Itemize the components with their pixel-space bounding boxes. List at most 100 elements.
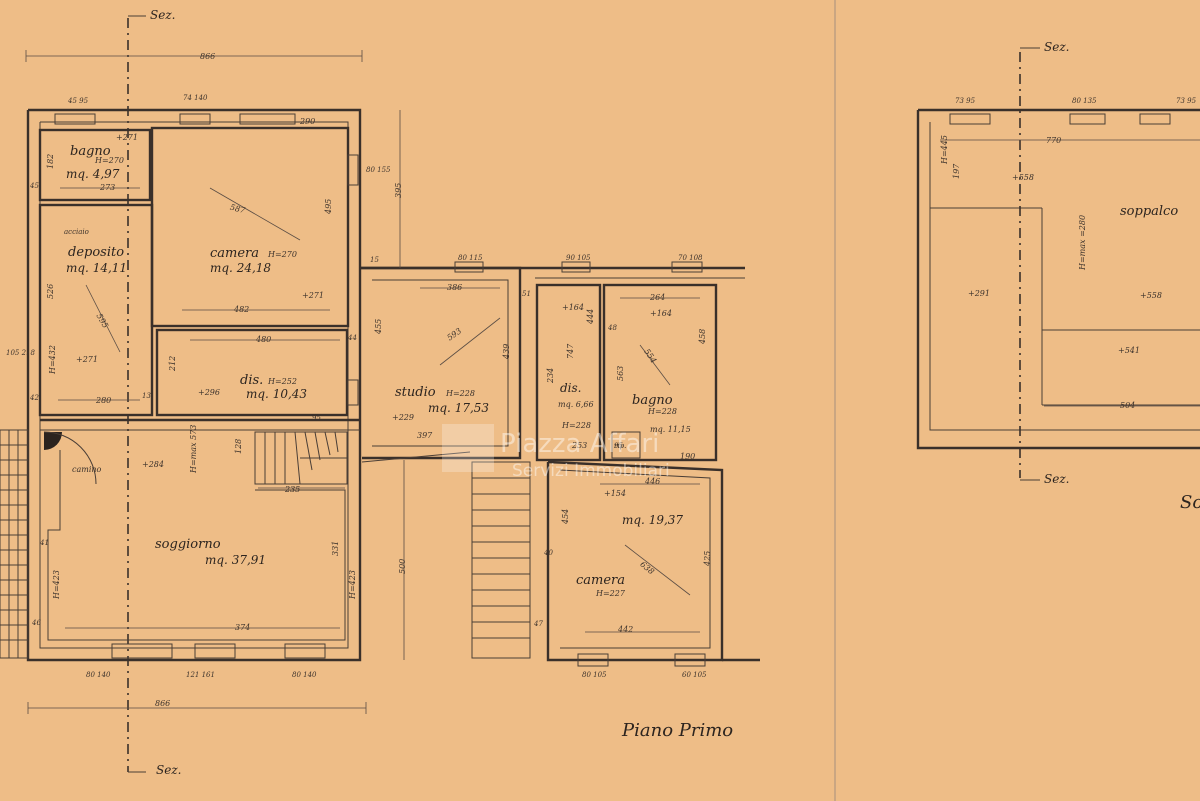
room-dis-left-area: mq. 10,43 bbox=[246, 387, 307, 401]
room-soggiorno-area: mq. 37,91 bbox=[205, 553, 266, 567]
middle-block-walls bbox=[360, 261, 760, 667]
dim-253: 253 bbox=[571, 441, 587, 450]
dim-425: 425 bbox=[703, 551, 712, 567]
wall-mark-44: 44 bbox=[347, 334, 357, 342]
room-deposito-area: mq. 14,11 bbox=[66, 261, 127, 275]
wall-mark-45: 45 bbox=[29, 182, 39, 190]
level-164a: +164 bbox=[562, 303, 584, 312]
dim-866-bottom: 866 bbox=[155, 699, 170, 708]
level-558b: +558 bbox=[1140, 291, 1162, 300]
dim-234: 234 bbox=[546, 368, 555, 384]
room-bagno-right-area: mq. 11,15 bbox=[650, 425, 691, 434]
dim-331: 331 bbox=[331, 541, 340, 556]
room-studio-height: H=228 bbox=[445, 389, 475, 398]
room-dis-mid-name: dis. bbox=[560, 381, 582, 395]
plan-title: Piano Primo bbox=[621, 720, 733, 741]
room-dis-mid-height: H=228 bbox=[561, 421, 591, 430]
room-deposito-name: deposito bbox=[68, 245, 124, 260]
room-rip-name: rip. bbox=[614, 442, 626, 450]
room-camera-bottom-area: mq. 19,37 bbox=[622, 513, 683, 527]
dim-554: 554 bbox=[642, 347, 658, 365]
opening-45-95: 45 95 bbox=[67, 97, 89, 105]
watermark-brand: Piazza Affari bbox=[500, 429, 659, 459]
dim-273: 273 bbox=[99, 183, 115, 192]
room-camera-top-area: mq. 24,18 bbox=[210, 261, 271, 275]
room-deposito-note: acciaio bbox=[64, 228, 89, 236]
opening-105-218: 105 218 bbox=[6, 349, 35, 357]
room-bagno-left-name: bagno bbox=[70, 144, 111, 159]
dim-397: 397 bbox=[417, 431, 433, 440]
level-271a: +271 bbox=[116, 133, 138, 142]
dim-128: 128 bbox=[234, 439, 243, 454]
room-camera-top-height: H=270 bbox=[267, 250, 297, 259]
wall-mark-95: 95 bbox=[312, 414, 321, 422]
room-studio-area: mq. 17,53 bbox=[428, 401, 489, 415]
dim-495: 495 bbox=[324, 199, 333, 215]
dim-593: 593 bbox=[445, 326, 463, 342]
level-164b: +164 bbox=[650, 309, 672, 318]
dim-638: 638 bbox=[638, 560, 655, 577]
wall-mark-40: 40 bbox=[543, 549, 553, 557]
wall-mark-15: 15 bbox=[370, 256, 379, 264]
opening-90-105: 90 105 bbox=[566, 254, 591, 262]
soppalco-title-cut: So bbox=[1180, 492, 1200, 513]
dim-482: 482 bbox=[233, 305, 249, 314]
opening-60-105: 60 105 bbox=[682, 671, 707, 679]
dim-866-top: 866 bbox=[200, 52, 215, 61]
section-label-top-right: Sez. bbox=[1044, 40, 1069, 54]
dim-190: 190 bbox=[680, 452, 695, 461]
level-541: +541 bbox=[1118, 346, 1140, 355]
watermark: Piazza Affari Servizi Immobiliari bbox=[442, 424, 670, 481]
watermark-sub: Servizi Immobiliari bbox=[512, 461, 670, 481]
room-camera-bottom-name: camera bbox=[576, 573, 625, 588]
opening-80-155: 80 155 bbox=[366, 166, 391, 174]
opening-80-140b: 80 140 bbox=[292, 671, 317, 679]
dim-197: 197 bbox=[952, 163, 961, 179]
room-camera-bottom-height: H=227 bbox=[595, 589, 626, 598]
height-hmax573: H=max 573 bbox=[189, 425, 198, 474]
dim-446: 446 bbox=[644, 477, 660, 486]
height-hmax280: H=max =280 bbox=[1078, 215, 1087, 271]
wall-mark-46: 46 bbox=[31, 619, 41, 627]
dim-458: 458 bbox=[698, 329, 707, 345]
wall-mark-51: 51 bbox=[522, 290, 531, 298]
dim-264: 264 bbox=[649, 293, 665, 302]
dim-455: 455 bbox=[374, 319, 383, 335]
dim-374: 374 bbox=[235, 623, 250, 632]
opening-80-105: 80 105 bbox=[582, 671, 607, 679]
dim-182: 182 bbox=[46, 154, 55, 169]
staircase-middle bbox=[472, 477, 530, 639]
opening-80-135: 80 135 bbox=[1072, 97, 1097, 105]
dim-526: 526 bbox=[46, 284, 55, 299]
opening-73-95b: 73 95 bbox=[1176, 97, 1197, 105]
staircase-left bbox=[264, 431, 347, 485]
opening-80-115: 80 115 bbox=[458, 254, 483, 262]
dimension-values: 866 866 395 500 273 182 280 526 595 495 … bbox=[6, 52, 1197, 708]
room-dis-left-height: H=252 bbox=[267, 377, 297, 386]
balcony-hatch bbox=[0, 429, 29, 659]
dim-587: 587 bbox=[229, 203, 247, 216]
level-284: +284 bbox=[142, 460, 164, 469]
opening-73-95: 73 95 bbox=[955, 97, 976, 105]
wall-mark-48: 48 bbox=[607, 324, 617, 332]
room-soppalco-name: soppalco bbox=[1120, 204, 1178, 219]
wall-mark-95b: 95 bbox=[614, 442, 623, 450]
dim-770: 770 bbox=[1046, 136, 1061, 145]
section-label-bottom-left: Sez. bbox=[156, 763, 181, 777]
dim-444: 444 bbox=[586, 309, 595, 325]
level-291: +291 bbox=[968, 289, 990, 298]
room-bagno-left-height: H=270 bbox=[94, 156, 124, 165]
dim-235: 235 bbox=[284, 485, 300, 494]
room-dis-left-name: dis. bbox=[240, 373, 263, 388]
wall-mark-13: 13 bbox=[142, 392, 151, 400]
room-soggiorno-name: soggiorno bbox=[155, 537, 221, 552]
room-bagno-right-name: bagno bbox=[632, 393, 673, 408]
room-camera-top-name: camera bbox=[210, 246, 259, 261]
section-label-top-left: Sez. bbox=[150, 8, 175, 22]
dim-395: 395 bbox=[394, 183, 403, 198]
left-block-walls bbox=[26, 108, 362, 662]
section-label-bottom-right: Sez. bbox=[1044, 472, 1069, 486]
dim-386: 386 bbox=[447, 283, 462, 292]
wall-mark-41: 41 bbox=[39, 539, 49, 547]
